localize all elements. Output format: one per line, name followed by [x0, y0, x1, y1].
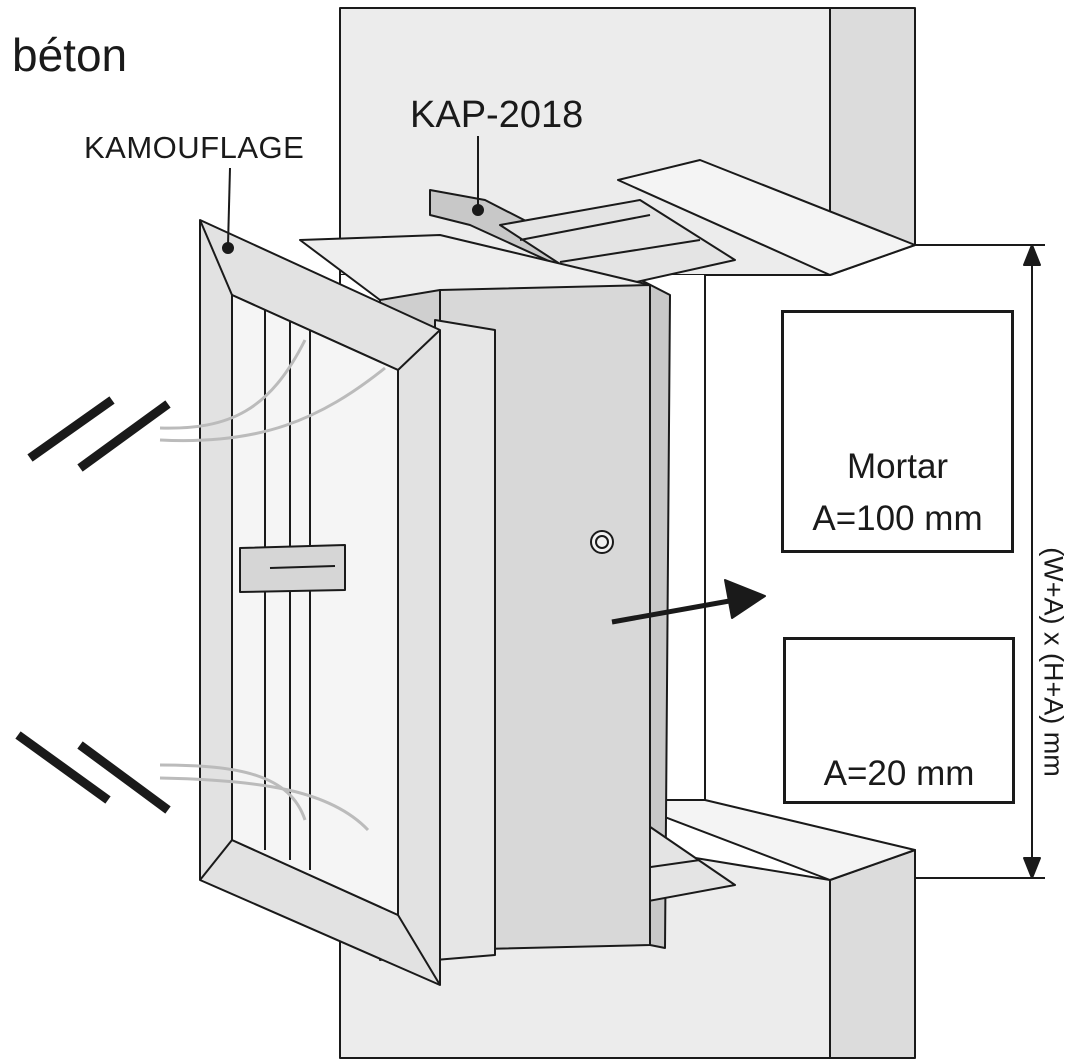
dimension-line	[915, 244, 1045, 879]
frame-model-label: KAP-2018	[410, 94, 584, 136]
mortar-allowance-value: A=100 mm	[812, 499, 983, 538]
screw-allowance-box: A=20 mm	[783, 637, 1015, 804]
mortar-label: Mortar	[846, 447, 949, 486]
dimension-label: (W+A) x (H+A) mm	[1038, 547, 1069, 777]
screw-icons-left	[15, 396, 171, 814]
push-arrow	[611, 579, 766, 625]
callout-leaders	[222, 136, 484, 254]
material-label: béton	[12, 29, 128, 81]
screw-allowance-value: A=20 mm	[823, 754, 975, 793]
mortar-allowance-box: Mortar A=100 mm	[781, 310, 1014, 553]
kamouflage-frame	[199, 219, 441, 986]
insertion-arrows	[159, 339, 386, 832]
kamouflage-label: KAMOUFLAGE	[84, 130, 305, 165]
